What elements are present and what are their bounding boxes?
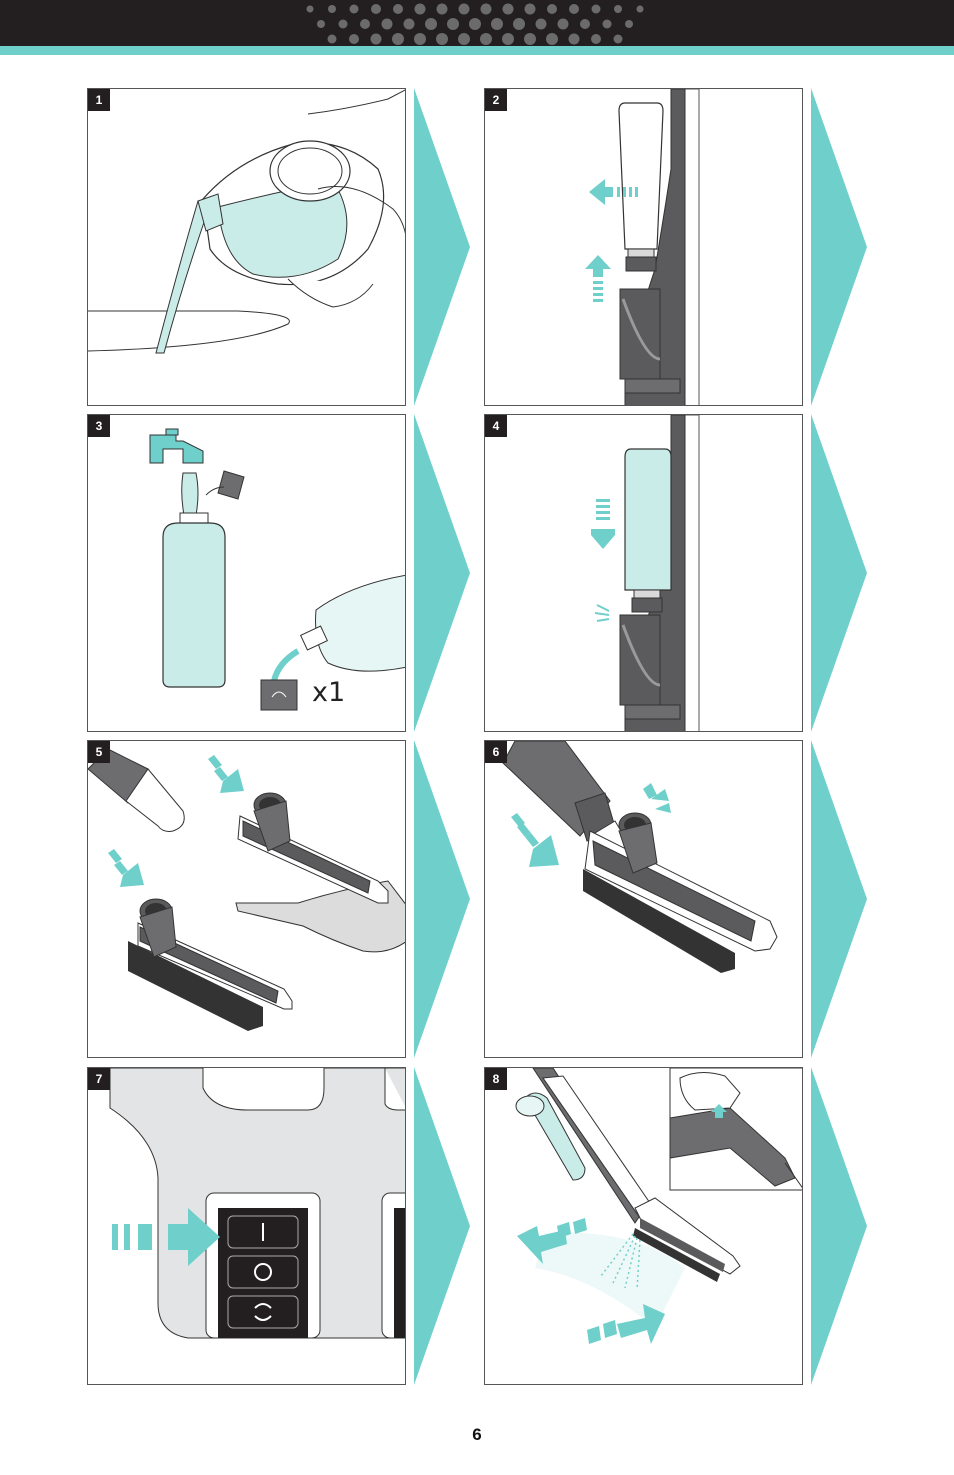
step-arrow-4 bbox=[805, 414, 867, 732]
header-accent-stripe bbox=[0, 46, 954, 55]
step-panel-5: 5 bbox=[87, 740, 406, 1058]
header-bar bbox=[0, 0, 954, 46]
step-panel-6: 6 bbox=[484, 740, 803, 1058]
step-number-badge: 2 bbox=[485, 89, 507, 111]
page-number: 6 bbox=[0, 1425, 954, 1445]
spraying-and-scrubbing-icon bbox=[485, 1068, 803, 1385]
step-number-badge: 5 bbox=[88, 741, 110, 763]
step-arrow-7 bbox=[408, 1067, 470, 1385]
step-arrow-3 bbox=[408, 414, 470, 732]
dot-pattern-decoration bbox=[290, 0, 670, 46]
step-panel-8: 8 bbox=[484, 1067, 803, 1385]
step-panel-3: 3 x1 bbox=[87, 414, 406, 732]
removing-bottle-icon bbox=[485, 89, 803, 406]
filling-bottle-with-water-icon bbox=[88, 415, 406, 732]
step-arrow-6 bbox=[805, 740, 867, 1058]
step-panel-4: 4 bbox=[484, 414, 803, 732]
step-panel-2: 2 bbox=[484, 88, 803, 406]
step-arrow-5 bbox=[408, 740, 470, 1058]
pressing-power-switch-icon bbox=[88, 1068, 406, 1385]
step-number-badge: 7 bbox=[88, 1068, 110, 1090]
step-panel-1: 1 bbox=[87, 88, 406, 406]
step-number-badge: 4 bbox=[485, 415, 507, 437]
step-number-badge: 1 bbox=[88, 89, 110, 111]
step-panel-7: 7 bbox=[87, 1067, 406, 1385]
step-arrow-2 bbox=[805, 88, 867, 406]
quantity-label: x1 bbox=[312, 677, 345, 708]
step-number-badge: 3 bbox=[88, 415, 110, 437]
step-arrow-1 bbox=[408, 88, 470, 406]
attaching-brush-nozzle-icon bbox=[88, 741, 406, 1058]
step-number-badge: 6 bbox=[485, 741, 507, 763]
step-arrow-8 bbox=[805, 1067, 867, 1385]
connecting-nozzle-to-hose-icon bbox=[485, 741, 803, 1058]
inserting-bottle-icon bbox=[485, 415, 803, 732]
step-number-badge: 8 bbox=[485, 1068, 507, 1090]
pouring-water-from-tank-icon bbox=[88, 89, 406, 406]
